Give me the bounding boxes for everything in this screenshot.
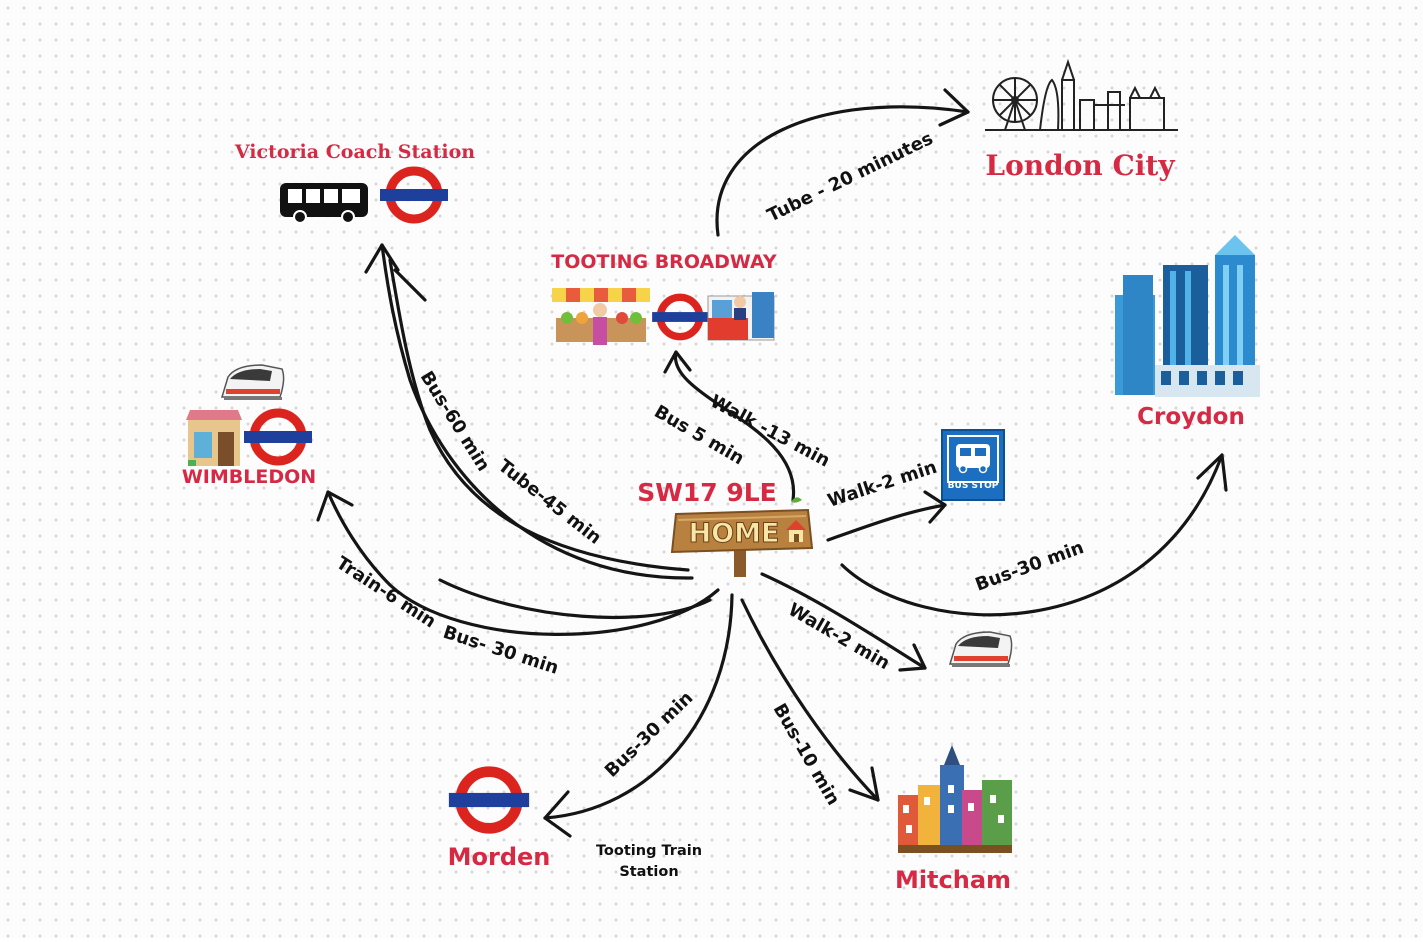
place-wimbledon: WIMBLEDON	[182, 466, 316, 488]
train-icon	[949, 631, 1013, 668]
bus-stop-sign-icon	[941, 429, 1005, 501]
arrow-mitcham	[740, 598, 880, 802]
arrow-morden	[543, 593, 734, 820]
route-bus-mitcham: Bus-10 min	[769, 700, 844, 809]
arrow-wimbledon-2	[438, 578, 712, 620]
arrow-mitcham-head	[848, 766, 880, 802]
arrow-croydon-head	[1196, 453, 1228, 492]
route-tube-london: Tube - 20 minutes	[764, 128, 936, 226]
town-houses-icon	[898, 745, 1012, 853]
place-victoria: Victoria Coach Station	[234, 141, 475, 163]
place-tooting-train-line1: Tooting Train	[596, 843, 702, 859]
arrow-croydon	[840, 453, 1224, 617]
bus-icon	[280, 183, 368, 224]
arrow-morden-head	[543, 790, 572, 838]
arrow-victoria	[380, 243, 694, 580]
arrow-victoria-head	[364, 243, 400, 274]
arrow-bus-stop	[826, 503, 947, 542]
london-skyline-icon	[985, 58, 1178, 131]
route-train-wimbledon: Train-6 min	[332, 553, 439, 633]
underground-roundel-icon	[449, 772, 529, 829]
bus-stop-label: BUS STOP	[948, 481, 999, 491]
house-icon	[786, 520, 806, 542]
place-mitcham: Mitcham	[895, 866, 1011, 894]
arrow-london-city	[715, 105, 970, 237]
skyscrapers-icon	[1115, 235, 1260, 397]
route-bus-morden: Bus-30 min	[601, 687, 697, 781]
shop-counter-icon	[707, 292, 775, 341]
arrow-wimbledon-head	[316, 490, 354, 522]
arrow-train	[760, 572, 927, 670]
underground-roundel-icon	[652, 297, 708, 336]
place-morden: Morden	[448, 843, 551, 871]
home-postcode: SW17 9LE	[637, 478, 776, 507]
arrow-tooting-broadway	[673, 350, 796, 502]
underground-roundel-icon	[244, 413, 312, 461]
place-london-city: London City	[985, 149, 1175, 182]
arrow-london-city-head	[938, 88, 970, 127]
arrow-wimbledon	[326, 490, 720, 636]
arrow-victoria-2-head	[393, 268, 427, 302]
route-bus-croydon: Bus-30 min	[973, 537, 1087, 596]
arrow-tooting-broadway-head	[663, 350, 692, 374]
shop-front-icon	[186, 410, 242, 466]
arrow-victoria-2	[388, 258, 690, 572]
home-sign-label: HOME	[689, 518, 780, 549]
route-walk-busstop: Walk-2 min	[825, 457, 939, 512]
underground-roundel-icon	[380, 171, 448, 219]
home-sign	[670, 497, 814, 577]
place-tooting-train-line2: Station	[619, 864, 678, 880]
place-croydon: Croydon	[1137, 404, 1245, 430]
route-tube-victoria: Tube-45 min	[494, 455, 605, 548]
arrow-bus-stop-head	[923, 490, 947, 524]
place-tooting-broadway: TOOTING BROADWAY	[551, 251, 777, 273]
market-stall-icon	[552, 288, 650, 345]
train-icon	[221, 364, 285, 401]
arrow-train-head	[898, 643, 927, 672]
